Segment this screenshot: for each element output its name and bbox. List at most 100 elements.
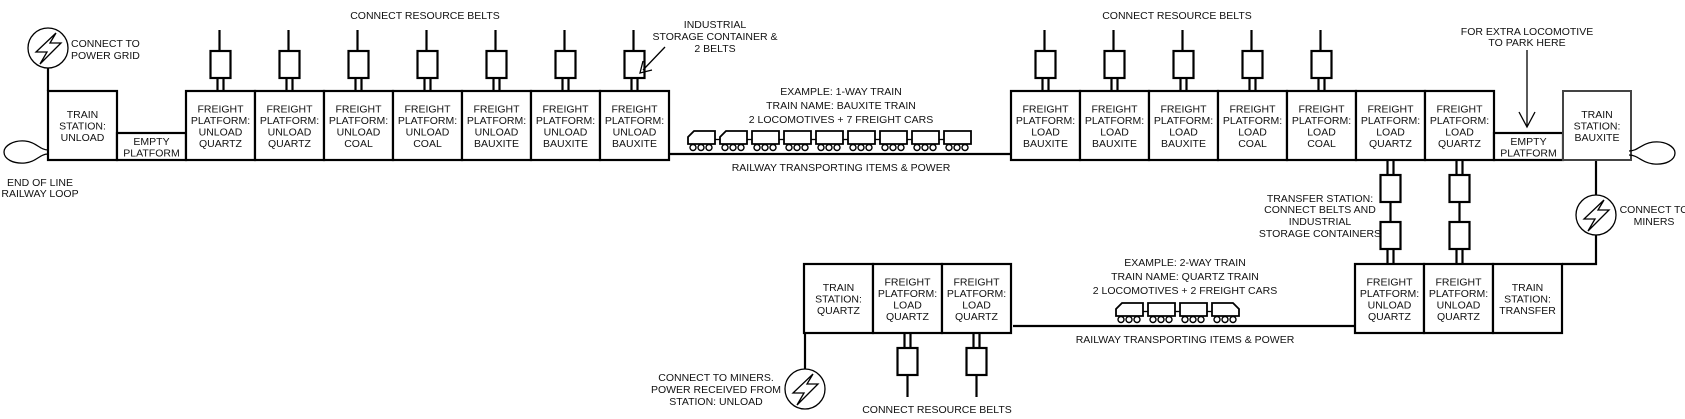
wheel-icon — [1149, 315, 1157, 324]
miners-connector-bottom[interactable] — [784, 368, 826, 410]
storage-container-top[interactable] — [1034, 30, 1057, 91]
platform-label: FREIGHT — [335, 103, 382, 115]
storage-container-top[interactable] — [209, 30, 232, 91]
platform-label: QUARTZ — [1437, 311, 1481, 323]
storage-container-icon — [1310, 49, 1333, 80]
svg-text:EXAMPLE: 1-WAY TRAIN: EXAMPLE: 1-WAY TRAIN — [780, 86, 902, 98]
wheel-icon — [913, 143, 921, 152]
train-station-box — [1562, 90, 1632, 161]
locomotive[interactable] — [687, 130, 716, 152]
platform-label: UNLOAD — [268, 126, 312, 138]
railway-loop-left[interactable] — [3, 140, 49, 164]
lightning-bolt-icon — [34, 32, 63, 65]
freight-car-body — [751, 130, 780, 145]
storage-container-top[interactable] — [485, 30, 508, 91]
transfer-container-pair[interactable] — [1379, 161, 1402, 264]
storage-container-top[interactable] — [416, 30, 439, 91]
wheel-icon — [889, 143, 897, 152]
svg-text:CONNECT TO MINERS.: CONNECT TO MINERS. — [658, 372, 774, 384]
storage-container-top[interactable] — [623, 30, 646, 91]
storage-container-icon — [1448, 220, 1471, 251]
storage-container-bottom[interactable] — [965, 333, 988, 397]
train-bauxite-train[interactable] — [687, 130, 972, 152]
locomotive[interactable] — [1211, 302, 1240, 324]
platform-label: FREIGHT — [611, 103, 658, 115]
freight-car[interactable] — [911, 130, 940, 152]
freight-car[interactable] — [815, 130, 844, 152]
railway-loop-right[interactable] — [1628, 141, 1676, 165]
power-grid-connector[interactable] — [27, 27, 69, 69]
storage-container-top[interactable] — [1241, 30, 1264, 91]
freight-car[interactable] — [751, 130, 780, 152]
wheel-icon — [945, 143, 953, 152]
annotation-resource-belts-bottom: CONNECT RESOURCE BELTS — [862, 404, 1012, 416]
annotation-resource-belts-top-left: CONNECT RESOURCE BELTS — [350, 10, 500, 22]
storage-container-icon — [209, 49, 232, 80]
miners-connector-right[interactable] — [1575, 194, 1617, 236]
train-quartz-train[interactable] — [1115, 302, 1240, 324]
locomotive[interactable] — [719, 130, 748, 152]
storage-container-top[interactable] — [278, 30, 301, 91]
freight-car[interactable] — [1179, 302, 1208, 324]
platform-label: STATION: — [815, 294, 862, 306]
row-bottom-left: TRAINSTATION:QUARTZFREIGHTPLATFORM:LOADQ… — [802, 262, 1013, 335]
train-label-bauxite: EXAMPLE: 1-WAY TRAIN TRAIN NAME: BAUXITE… — [732, 86, 951, 174]
storage-container-top[interactable] — [1172, 30, 1195, 91]
svg-text:TRANSFER STATION:: TRANSFER STATION: — [1267, 193, 1373, 205]
svg-text:INDUSTRIAL: INDUSTRIAL — [1289, 216, 1352, 228]
freight-car[interactable] — [879, 130, 908, 152]
storage-container-top[interactable] — [347, 30, 370, 91]
storage-container-top[interactable] — [1310, 30, 1333, 91]
freight-platform-box — [460, 89, 533, 162]
freight-car[interactable] — [1147, 302, 1176, 324]
platform-label: LOAD — [1376, 126, 1405, 138]
svg-text:TRAIN NAME: QUARTZ TRAIN: TRAIN NAME: QUARTZ TRAIN — [1111, 271, 1259, 283]
platform-label: PLATFORM: — [191, 115, 250, 127]
locomotive[interactable] — [1115, 302, 1144, 324]
freight-car[interactable] — [943, 130, 972, 152]
wheel-icon — [849, 143, 857, 152]
wheel-icon — [921, 143, 929, 152]
freight-car[interactable] — [783, 130, 812, 152]
svg-text:INDUSTRIAL: INDUSTRIAL — [684, 19, 747, 31]
platform-label: QUARTZ — [955, 311, 999, 323]
storage-container-top[interactable] — [1103, 30, 1126, 91]
wheel-icon — [1221, 315, 1229, 324]
storage-container-icon — [554, 49, 577, 80]
storage-container-icon — [896, 346, 919, 377]
platform-label: PLATFORM: — [1361, 115, 1420, 127]
platform-label: PLATFORM — [1500, 147, 1556, 159]
transfer-container-pair[interactable] — [1448, 161, 1471, 264]
storage-container-bottom[interactable] — [896, 333, 919, 397]
platform-label: EMPTY — [133, 136, 169, 148]
lightning-bolt-icon — [791, 373, 820, 406]
platform-label: BAUXITE — [474, 138, 519, 150]
platform-label: PLATFORM: — [1430, 115, 1489, 127]
freight-car[interactable] — [847, 130, 876, 152]
storage-container-top[interactable] — [554, 30, 577, 91]
